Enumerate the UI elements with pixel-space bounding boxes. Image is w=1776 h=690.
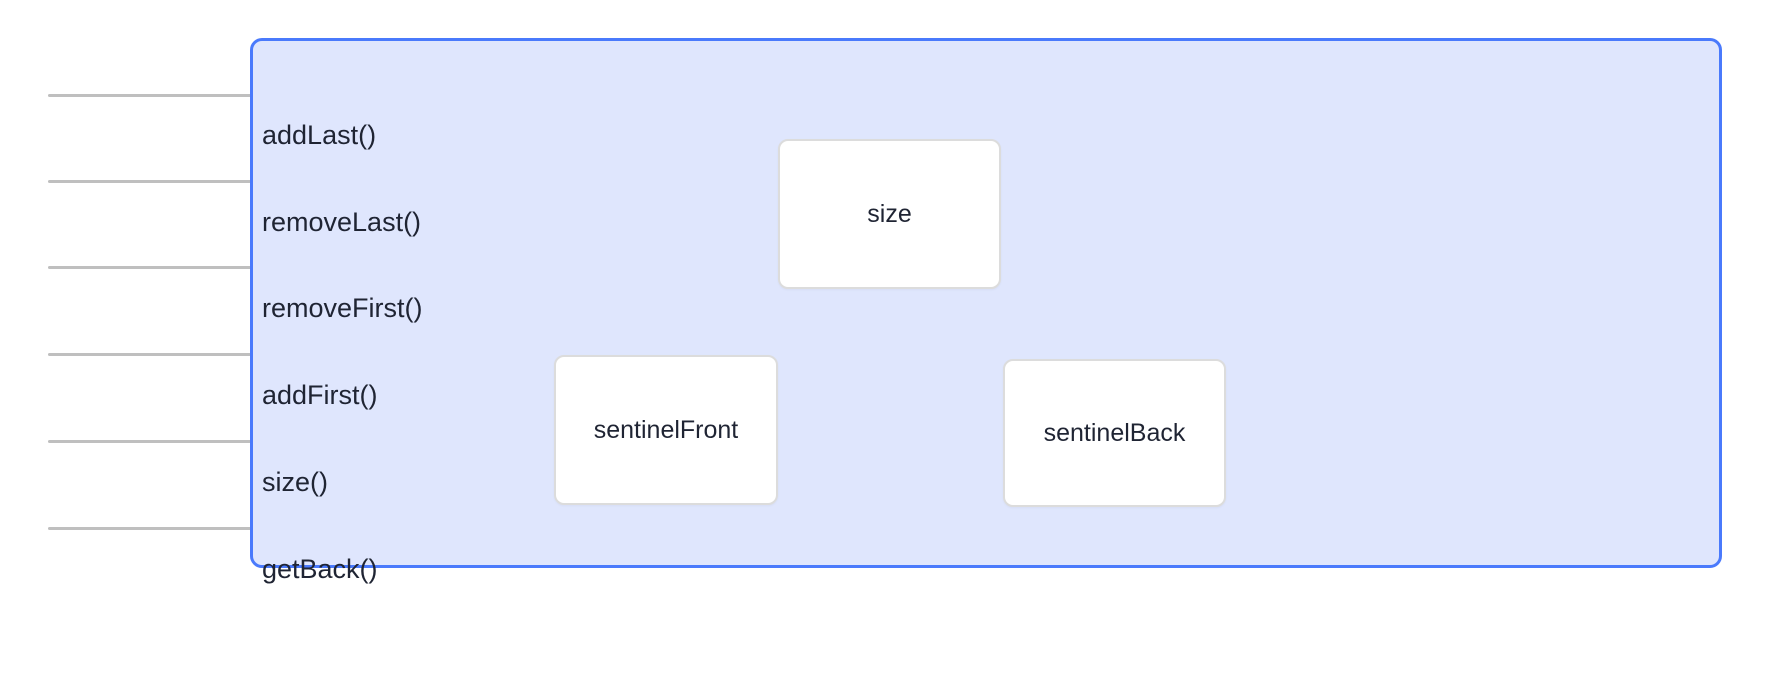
connector-line-addfirst: [48, 353, 253, 356]
method-label-addlast: addLast(): [262, 120, 377, 150]
connector-line-addlast: [48, 94, 253, 97]
class-container: addLast() removeLast() removeFirst() add…: [250, 38, 1722, 583]
method-label-removelast: removeLast(): [262, 207, 422, 237]
connector-line-size: [48, 440, 253, 443]
method-label-size: size(): [262, 467, 328, 497]
method-label-getback: getBack(): [262, 554, 378, 584]
field-box-sentinelfront: sentinelFront: [554, 355, 778, 505]
connector-line-removelast: [48, 180, 253, 183]
field-box-size-label: size: [867, 199, 912, 228]
field-box-sentinelback: sentinelBack: [1003, 359, 1226, 507]
method-label-addfirst: addFirst(): [262, 380, 378, 410]
field-box-sentinelback-label: sentinelBack: [1043, 418, 1186, 447]
field-box-sentinelfront-label: sentinelFront: [593, 415, 739, 444]
method-label-removefirst: removeFirst(): [262, 293, 423, 323]
connector-line-getback: [48, 527, 253, 530]
field-box-size: size: [778, 139, 1001, 289]
connector-line-removefirst: [48, 266, 253, 269]
